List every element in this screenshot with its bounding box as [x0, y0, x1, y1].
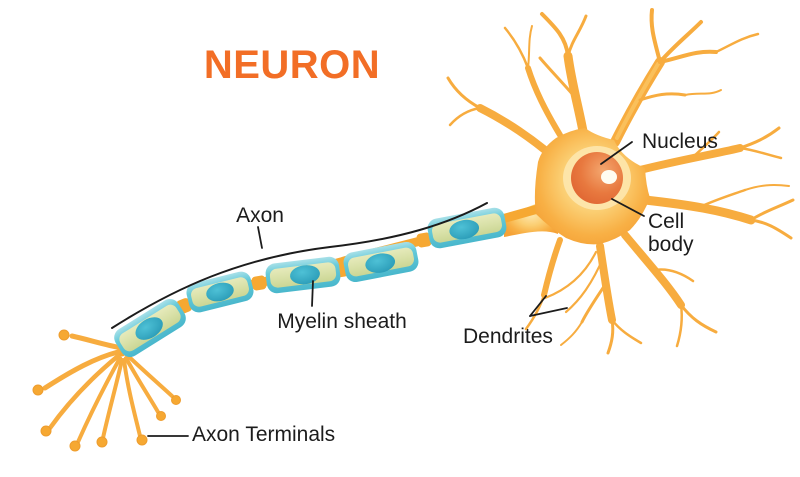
cell-body — [534, 128, 650, 245]
nucleus-highlight-icon — [601, 170, 617, 184]
myelin-segment — [265, 256, 341, 294]
diagram-title: NEURON — [204, 43, 380, 87]
dendrites — [446, 8, 795, 355]
leader-lines — [111, 141, 645, 437]
myelin-segment — [343, 241, 419, 283]
axon-leader-line — [257, 226, 263, 249]
label-myelin-sheath: Myelin sheath — [277, 310, 407, 333]
label-nucleus: Nucleus — [642, 130, 718, 153]
myelin-sheath — [114, 207, 507, 357]
dendrites-leader-line — [529, 295, 547, 317]
nucleus-leader-line — [600, 141, 633, 165]
axon-terminals — [32, 329, 181, 452]
nucleus — [571, 152, 623, 204]
axon-indicator-curve — [111, 202, 488, 329]
label-cell-body-line2: body — [648, 233, 694, 256]
label-cell-body-line1: Cell — [648, 210, 684, 233]
label-axon-terminals: Axon Terminals — [192, 423, 335, 446]
myelin-segment — [427, 207, 507, 249]
label-axon: Axon — [236, 204, 284, 227]
myelin-segment — [186, 271, 254, 313]
dendrites-leader-line — [529, 307, 568, 317]
myelin-leader-line — [311, 280, 314, 307]
myelin-segment — [114, 299, 186, 357]
label-dendrites: Dendrites — [463, 325, 553, 348]
cell-body-leader-line — [611, 198, 645, 217]
